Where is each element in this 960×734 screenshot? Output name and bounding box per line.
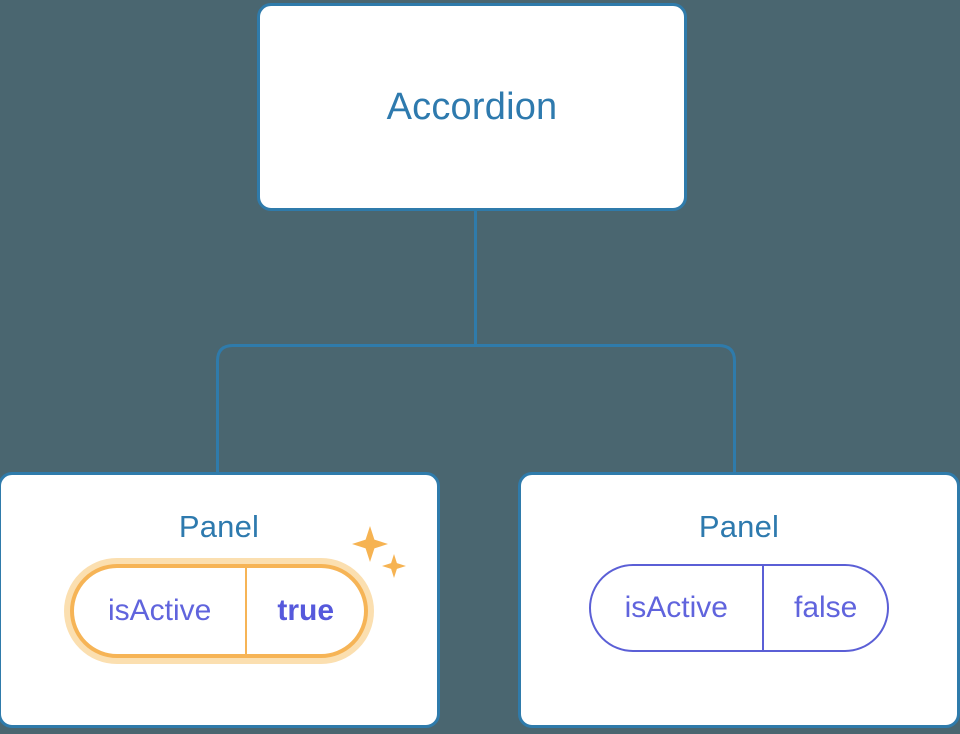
prop-pill-left-wrapper: isActive true: [69, 526, 407, 658]
prop-value: false: [761, 566, 887, 650]
prop-key: isActive: [624, 591, 728, 624]
node-panel-left-title: Panel: [178, 509, 260, 544]
node-panel-left[interactable]: Panel isActive true: [0, 472, 440, 728]
node-accordion-title: Accordion: [386, 86, 558, 128]
node-accordion[interactable]: Accordion: [257, 3, 687, 211]
prop-pill-right-wrapper: isActive false: [588, 564, 890, 652]
node-panel-right[interactable]: Panel isActive false: [518, 472, 960, 728]
prop-pill-isactive-false[interactable]: isActive false: [588, 564, 890, 652]
node-panel-right-title: Panel: [698, 509, 780, 544]
prop-key: isActive: [107, 594, 212, 627]
sparkles-icon: [352, 526, 407, 578]
prop-pill-isactive-true[interactable]: isActive true: [69, 564, 369, 658]
prop-value: true: [245, 568, 364, 654]
connector-branch-left: [216, 344, 476, 472]
connector-branch-right: [475, 344, 736, 472]
